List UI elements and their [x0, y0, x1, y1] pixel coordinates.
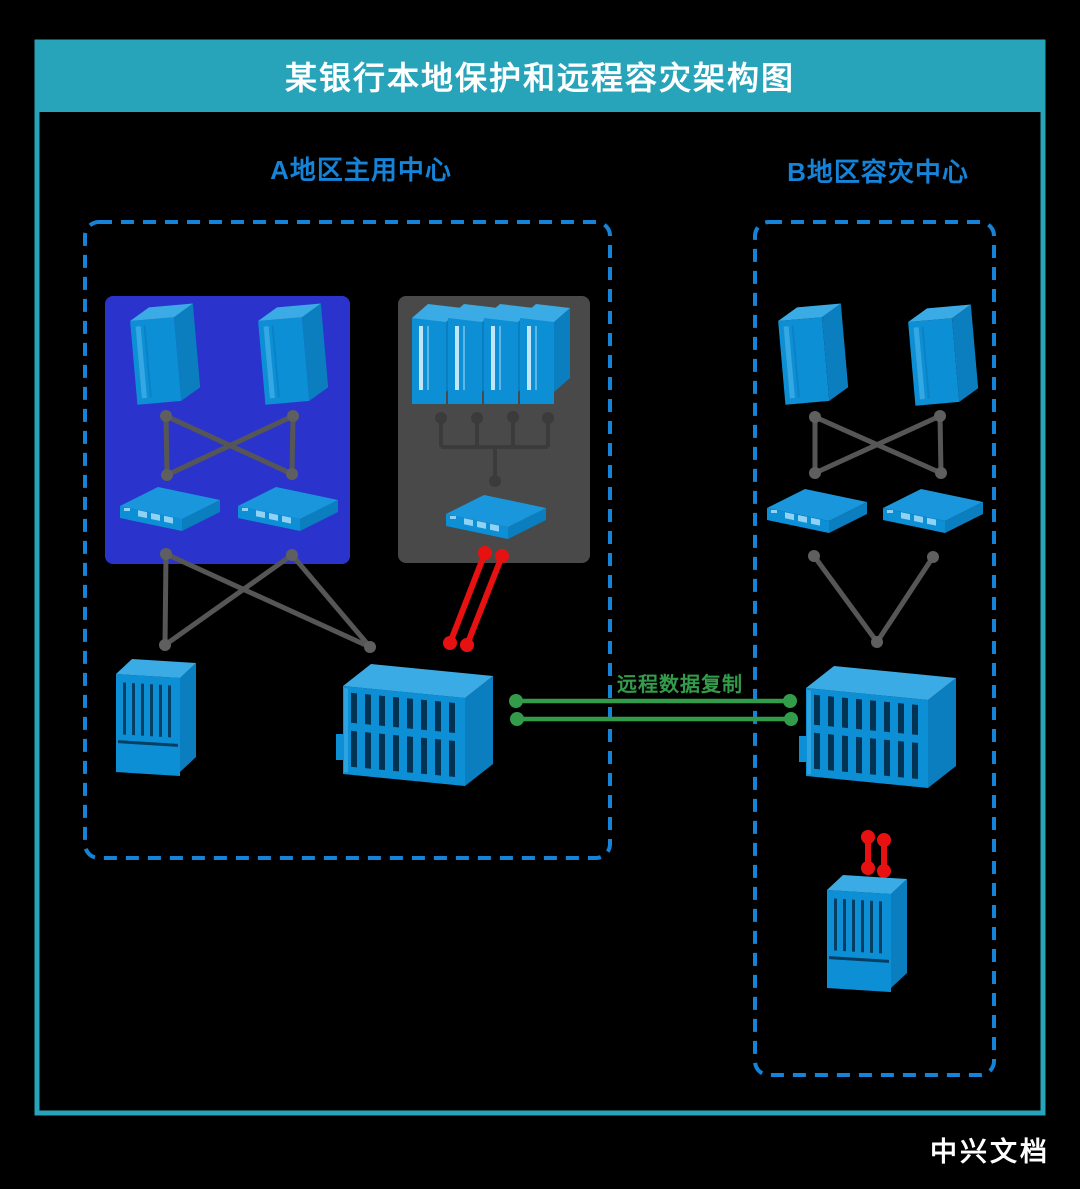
storage-array-icon: [336, 664, 493, 786]
tower-server-icon: [907, 304, 980, 406]
tower-server-icon: [777, 303, 850, 405]
replication-label: 远程数据复制: [617, 674, 743, 696]
switch-storage-links-a: [159, 548, 376, 653]
page-title: 某银行本地保护和远程容灾架构图: [284, 60, 795, 96]
region-a-box: [83, 220, 612, 860]
san-links-red-a: [443, 546, 509, 652]
switch-icon: [767, 489, 867, 533]
tower-server-icon: [257, 303, 330, 405]
title-banner: 某银行本地保护和远程容灾架构图: [35, 40, 1045, 112]
footer-brand: 中兴文档: [930, 1137, 1050, 1167]
region-b-label: B地区容灾中心: [787, 157, 969, 187]
region-b-box: [753, 220, 996, 1077]
server-switch-links-b: [809, 410, 947, 479]
backup-links-red-b: [861, 830, 891, 878]
switch-storage-links-b: [808, 550, 939, 648]
storage-cabinet-icon: [116, 659, 196, 777]
replication-links-green: [509, 694, 798, 726]
storage-array-icon: [799, 666, 956, 788]
cluster-bus-links: [435, 411, 554, 487]
tower-server-icon: [129, 303, 202, 405]
switch-icon: [883, 489, 983, 533]
tape-library-icon: [827, 875, 907, 993]
server-switch-links-a: [160, 410, 299, 481]
region-a-label: A地区主用中心: [270, 155, 452, 185]
